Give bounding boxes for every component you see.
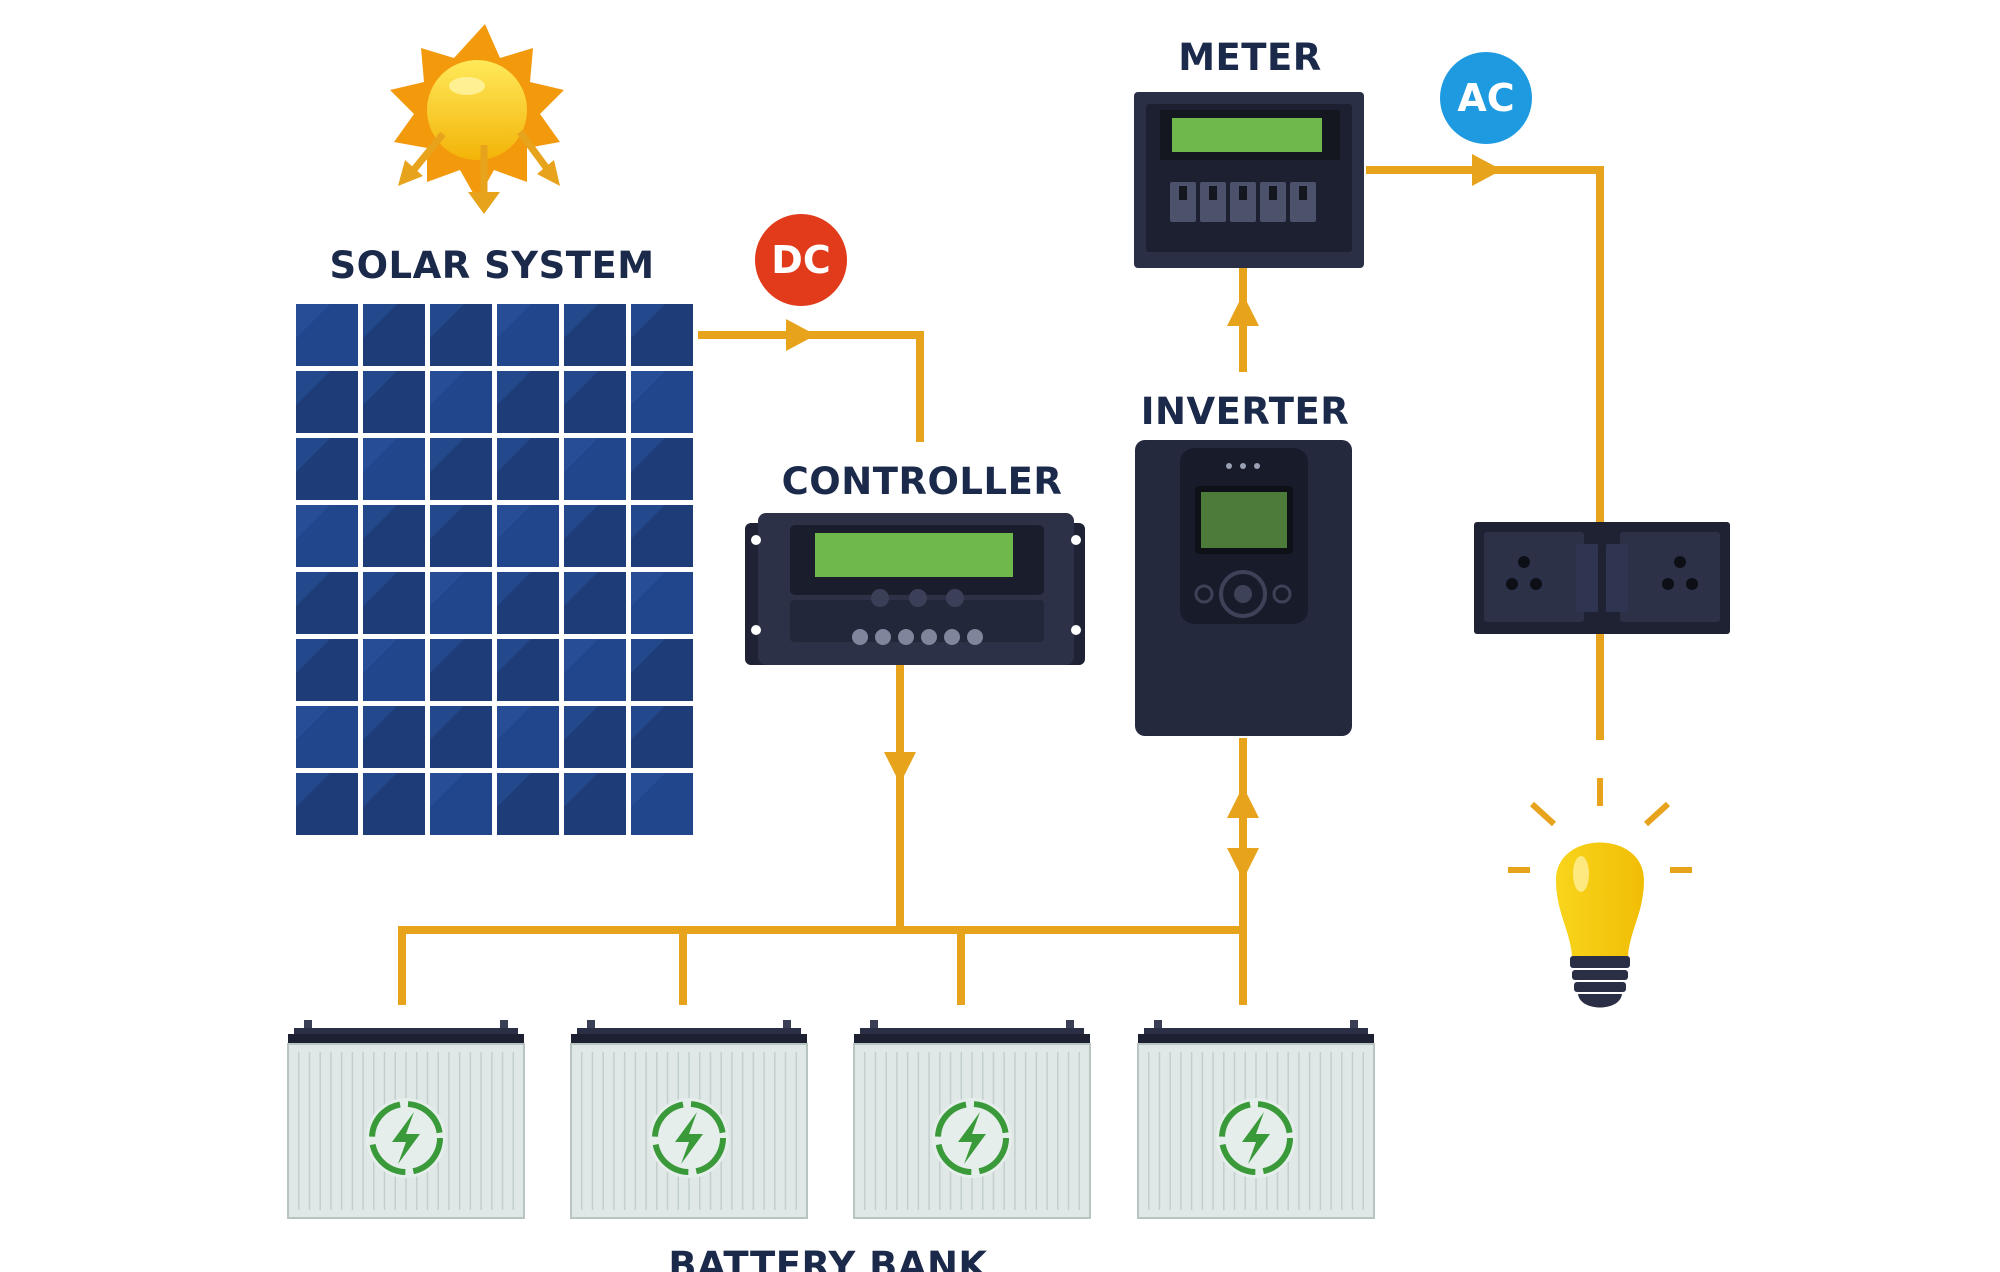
solar-cell [296, 438, 358, 500]
solar-cell [564, 505, 626, 567]
solar-cell [430, 773, 492, 835]
solar-cell [363, 304, 425, 366]
breakers [1170, 182, 1316, 222]
solar-cell [564, 438, 626, 500]
solar-cell [497, 706, 559, 768]
arrow-down-controller [884, 752, 916, 784]
meter-icon [1134, 92, 1364, 268]
solar-cell [430, 572, 492, 634]
solar-cell [497, 438, 559, 500]
controller-label: CONTROLLER [781, 460, 1063, 503]
solar-cell [296, 505, 358, 567]
solar-cell [631, 304, 693, 366]
arrow-up-inverter [1227, 786, 1259, 818]
solar-cell [497, 371, 559, 433]
solar-cell [564, 706, 626, 768]
battery-icon [853, 1020, 1091, 1219]
solar-cell [296, 304, 358, 366]
bulb-rays [1508, 778, 1692, 873]
lightning-bolt-icon [675, 1112, 703, 1164]
charge-ring [369, 1101, 443, 1175]
arrow-right-dc [786, 319, 816, 351]
battery-icon [1137, 1020, 1375, 1219]
sun-ray-arrowheads [398, 160, 560, 214]
solar-cell [497, 304, 559, 366]
solar-cell [430, 706, 492, 768]
sun-icon [390, 24, 564, 200]
charge-ring [652, 1101, 726, 1175]
charge-ring [1219, 1101, 1293, 1175]
solar-cell [564, 773, 626, 835]
solar-cell [296, 572, 358, 634]
solar-cell [363, 773, 425, 835]
inverter-icon [1135, 440, 1352, 736]
solar-cell [564, 304, 626, 366]
charge-controller-icon [745, 513, 1085, 665]
solar-cell [363, 572, 425, 634]
panel-to-controller-wire [698, 331, 924, 442]
meter-label: METER [1178, 36, 1322, 79]
terminal-screws [852, 629, 983, 645]
arrow-up-meter [1227, 294, 1259, 326]
solar-cell [631, 371, 693, 433]
sun-rays [409, 129, 551, 192]
solar-cell [296, 639, 358, 701]
solar-cell [296, 706, 358, 768]
solar-cell [363, 706, 425, 768]
battery-icon [287, 1020, 525, 1219]
charge-ring [935, 1101, 1009, 1175]
battery-icon [570, 1020, 808, 1219]
lightning-bolt-icon [1242, 1112, 1270, 1164]
solar-cell [631, 706, 693, 768]
solar-cell [631, 438, 693, 500]
solar-cell [430, 639, 492, 701]
lightning-bolt-icon [958, 1112, 986, 1164]
battery-bank [287, 1020, 1375, 1219]
solar-cell [631, 773, 693, 835]
meter-to-socket-wire [1366, 166, 1604, 522]
solar-cell [564, 371, 626, 433]
dc-badge: DC [755, 214, 847, 306]
solar-cell [564, 639, 626, 701]
solar-cell [430, 505, 492, 567]
wiring [398, 166, 1604, 1005]
solar-cell [430, 304, 492, 366]
battery-bank-label: BATTERY BANK [668, 1244, 988, 1272]
solar-cell [363, 639, 425, 701]
solar-cell [631, 505, 693, 567]
solar-cell [497, 773, 559, 835]
battery-bus-wire [398, 926, 1247, 1005]
solar-cell [363, 438, 425, 500]
flow-arrows [786, 154, 1502, 880]
solar-cell [363, 371, 425, 433]
lightning-bolt-icon [392, 1112, 420, 1164]
arrow-down-inverter [1227, 848, 1259, 880]
solar-cell [363, 505, 425, 567]
solar-cell [430, 438, 492, 500]
solar-cell [296, 371, 358, 433]
inverter-label: INVERTER [1140, 390, 1350, 433]
solar-cell [497, 505, 559, 567]
solar-cell [631, 639, 693, 701]
arrow-right-ac [1472, 154, 1502, 186]
ac-badge: AC [1440, 52, 1532, 144]
solar-cell [497, 572, 559, 634]
solar-cell [631, 572, 693, 634]
solar-cell [430, 371, 492, 433]
solar-system-label: SOLAR SYSTEM [329, 244, 655, 287]
light-bulb-icon [1556, 842, 1644, 1008]
solar-cell [564, 572, 626, 634]
solar-panel-icon [296, 304, 693, 835]
solar-cell [296, 773, 358, 835]
power-socket-icon [1474, 522, 1730, 634]
solar-cell [497, 639, 559, 701]
